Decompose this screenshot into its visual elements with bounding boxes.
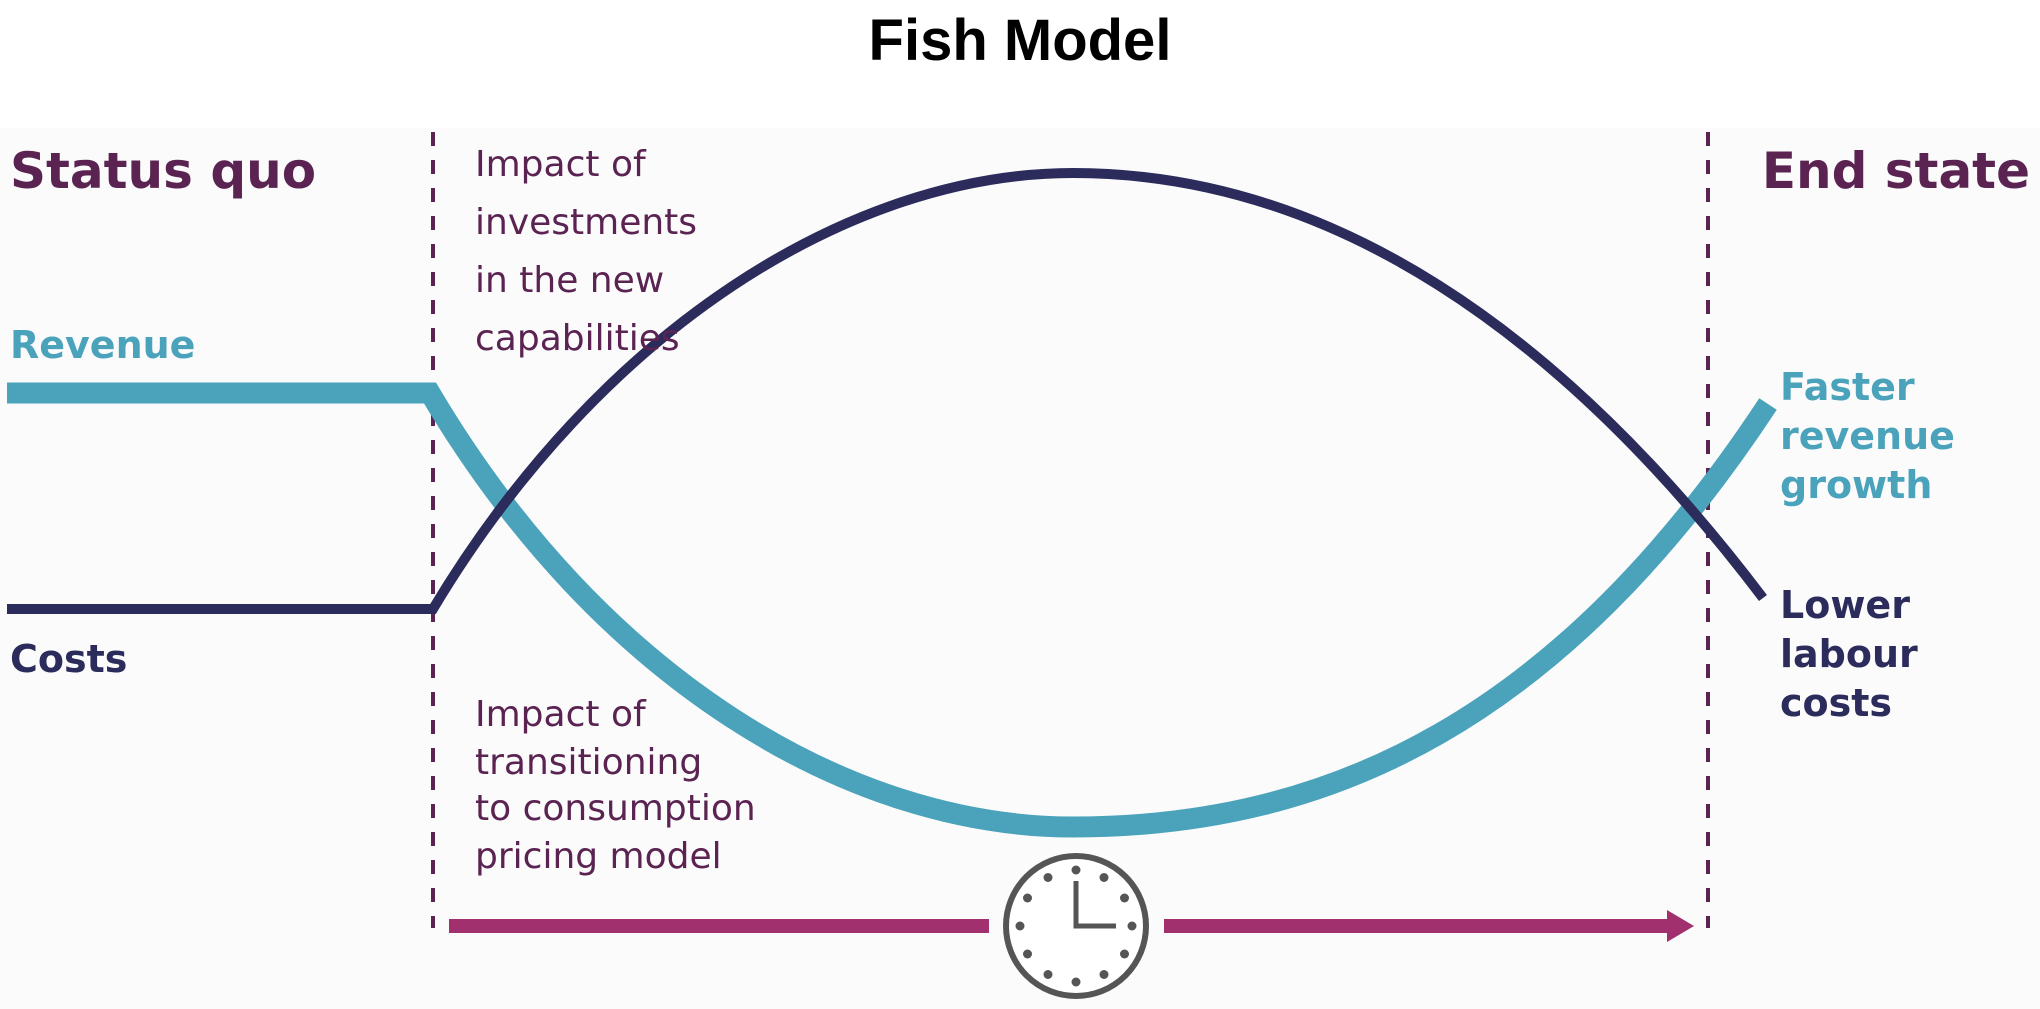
clock-hour-mark [1023, 893, 1032, 903]
costs-end-label: Lower labour costs [1780, 583, 1931, 725]
revenue-end-label: Faster revenue growth [1780, 365, 1968, 507]
costs-label: Costs [10, 637, 127, 681]
clock-hour-mark [1099, 873, 1109, 882]
revenue-curve [7, 382, 1777, 838]
revenue-label: Revenue [10, 323, 195, 367]
clock-icon [1003, 853, 1149, 999]
clock-hour-mark [1127, 921, 1137, 931]
status-quo-heading: Status quo [10, 142, 316, 200]
clock-hour-mark [1043, 873, 1053, 882]
costs-curve [7, 167, 1767, 614]
transition-note: Impact of transitioning to consumption p… [475, 694, 767, 877]
clock-hour-mark [1071, 977, 1081, 987]
clock-hour-mark [1120, 893, 1129, 903]
clock-hour-mark [1023, 949, 1032, 959]
clock-hour-mark [1099, 970, 1109, 979]
end-state-heading: End state [1762, 142, 2030, 200]
investment-note: Impact of investments in the new capabil… [475, 144, 709, 359]
clock-hour-mark [1043, 970, 1053, 979]
clock-hour-mark [1071, 865, 1081, 875]
clock-hour-mark [1120, 949, 1129, 959]
clock-hour-mark [1015, 921, 1025, 931]
diagram-title: Fish Model [869, 8, 1172, 73]
diagram-background [0, 128, 2040, 1009]
arrow-right-icon [449, 910, 1694, 942]
